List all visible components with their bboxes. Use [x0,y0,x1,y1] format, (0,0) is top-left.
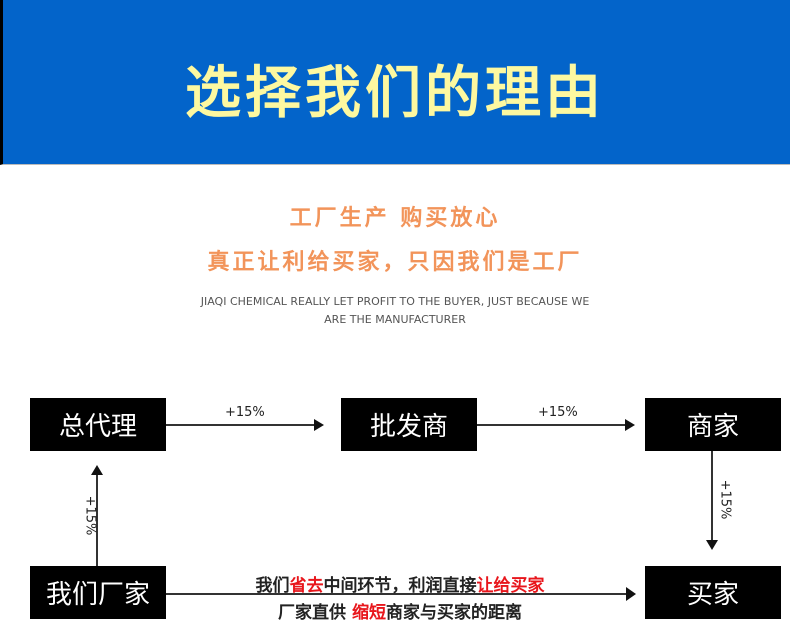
arrow-head-icon [625,419,635,431]
english-line-1: JIAQI CHEMICAL REALLY LET PROFIT TO THE … [200,295,590,308]
markup-label: +15% [717,479,733,520]
header-banner [0,0,790,165]
arrow-head-icon [706,540,718,550]
headline-2: 真正让利给买家，只因我们是工厂 [207,250,583,275]
note-line-1: 我们省去中间环节，利润直接让给买家 [160,571,640,596]
markup-label: +15% [538,405,578,420]
page-title: 选择我们的理由 [185,61,605,126]
arrow-head-icon [91,465,103,475]
box-general-agent: 总代理 [30,398,166,451]
highlight: 省去 [289,576,324,596]
arrow-head-icon [314,419,324,431]
text: 商家与买家的距离 [385,603,522,623]
box-wholesaler: 批发商 [341,398,477,451]
arrow-line-2 [477,424,627,426]
highlight: 让给买家 [476,576,545,596]
text: 厂家直供 [278,603,352,623]
arrow-head-icon [626,587,636,601]
markup-label: +15% [225,405,265,420]
arrow-line-5 [166,593,628,595]
markup-label: +15% [82,495,98,536]
note-line-2: 厂家直供 缩短商家与买家的距离 [160,598,640,623]
text: 我们 [255,576,290,596]
box-merchant: 商家 [645,398,781,451]
text: 中间环节，利润直接 [323,576,477,596]
arrow-line-3 [711,451,713,541]
headline-1: 工厂生产 购买放心 [289,206,501,231]
arrow-line-1 [166,424,316,426]
highlight: 缩短 [351,603,386,623]
english-line-2: ARE THE MANUFACTURER [324,313,466,326]
box-factory: 我们厂家 [30,566,166,619]
arrow-line-4 [96,474,98,566]
box-buyer: 买家 [645,566,781,619]
